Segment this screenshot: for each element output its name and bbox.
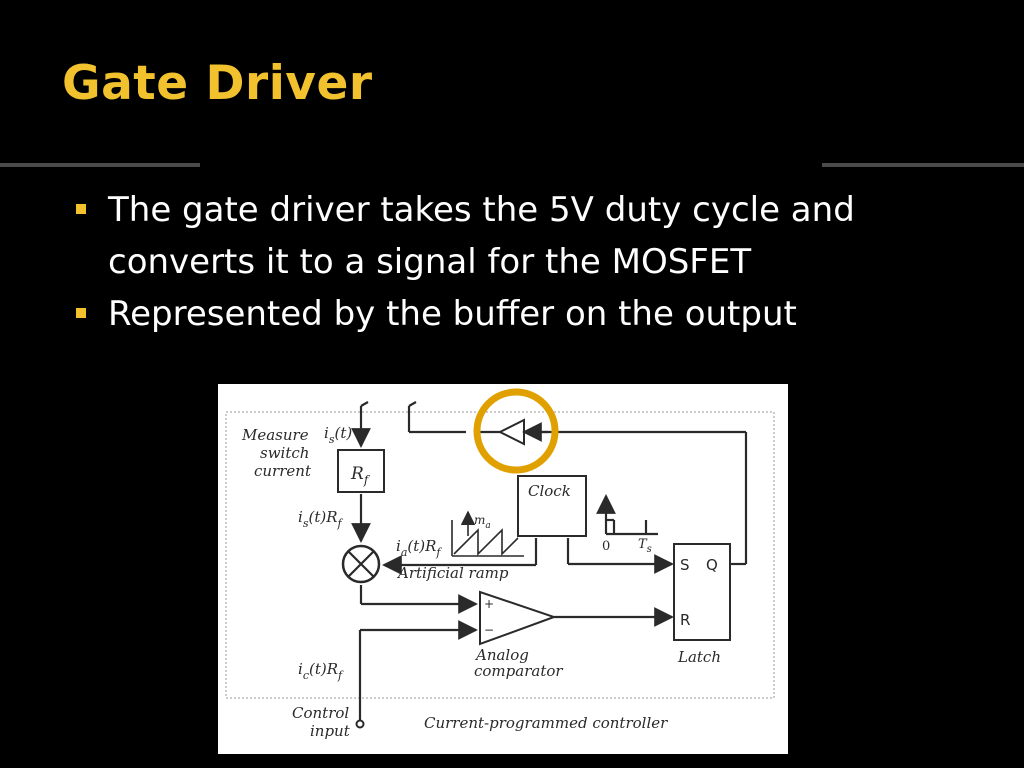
controller-label: Current-programmed controller [424, 714, 668, 732]
circuit-diagram: Measure switch current is(t) Rf is(t)Rf … [218, 384, 788, 754]
controller-dotted-border [225, 411, 775, 699]
bullet-text: The gate driver takes the 5V duty cycle … [108, 190, 855, 282]
latch-label: Latch [677, 648, 721, 666]
clock-box [517, 475, 587, 537]
divider-left [0, 163, 200, 167]
divider-right [822, 163, 1024, 167]
circuit-diagram-svg: Measure switch current is(t) Rf is(t)Rf … [218, 384, 788, 754]
latch-q-label: Q [706, 556, 718, 574]
analog-label-1: Analog [474, 646, 529, 664]
ramp-waveform [451, 510, 524, 557]
latch-r-label: R [680, 611, 690, 629]
bullet-marker-icon [76, 308, 86, 318]
is-t-label: is(t) [324, 424, 352, 446]
latch-box [673, 543, 731, 641]
rf-box [337, 449, 385, 493]
control-label-1: Control [292, 704, 349, 722]
ic-rf-label: ic(t)Rf [298, 660, 344, 682]
measure-label-3: current [254, 462, 312, 480]
is-rf-label: is(t)Rf [298, 508, 344, 530]
control-label-2: input [310, 722, 351, 740]
buffer-highlight-circle [473, 388, 559, 474]
bullet-item: The gate driver takes the 5V duty cycle … [74, 184, 974, 288]
analog-label-2: comparator [474, 662, 563, 680]
bullet-item: Represented by the buffer on the output [74, 288, 974, 340]
bullet-marker-icon [76, 204, 86, 214]
comparator-plus: + [484, 597, 494, 611]
comparator-minus: − [484, 623, 494, 637]
slide-title: Gate Driver [62, 56, 373, 111]
latch-s-label: S [680, 556, 690, 574]
ia-rf-label: ia(t)Rf [396, 537, 442, 559]
ma-label: ma [474, 513, 491, 531]
comparator-symbol [479, 590, 558, 646]
rf-label: Rf [350, 464, 371, 487]
control-input-terminal [355, 719, 365, 729]
clock-label: Clock [528, 482, 571, 500]
measure-label-2: switch [260, 444, 309, 462]
bullet-list: The gate driver takes the 5V duty cycle … [74, 184, 974, 340]
bullet-text: Represented by the buffer on the output [108, 294, 797, 334]
zero-label: 0 [602, 539, 610, 554]
ts-label: Ts [638, 537, 652, 555]
title-bar: Gate Driver [0, 0, 1024, 160]
artificial-ramp-label: Artificial ramp [396, 564, 509, 582]
measure-label-1: Measure [241, 426, 309, 444]
